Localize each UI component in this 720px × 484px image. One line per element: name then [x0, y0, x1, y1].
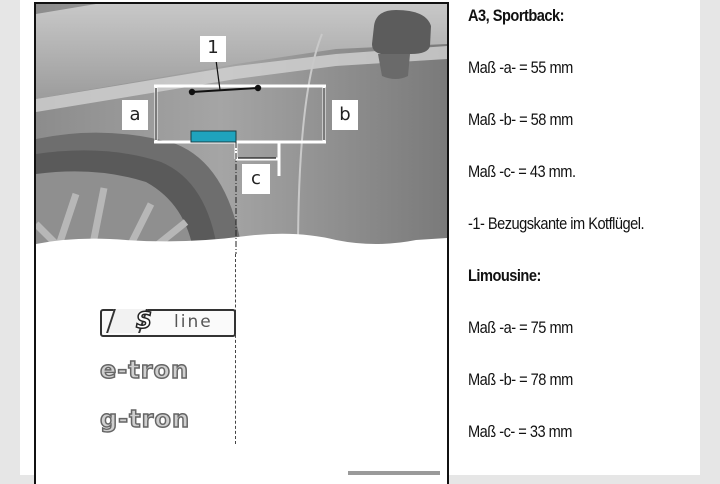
sportback-ref-note: -1- Bezugskante im Kotflügel. — [468, 214, 645, 233]
g-tron-badge: g-tron — [99, 404, 191, 434]
s-line-text: line — [174, 312, 213, 332]
bottom-edge-bar — [348, 471, 440, 475]
callout-a: a — [122, 100, 148, 130]
limousine-dim-a: Maß -a- = 75 mm — [468, 318, 573, 337]
s-line-s-glyph: S — [135, 308, 152, 335]
installation-diagram: 1 a b c S line e-tron g-tron — [34, 2, 449, 484]
s-line-badge: S line — [100, 308, 236, 337]
badge-position-marker — [190, 130, 237, 143]
sportback-dim-b: Maß -b- = 58 mm — [468, 110, 573, 129]
limousine-heading: Limousine: — [468, 266, 541, 285]
spec-text-column: A3, Sportback: Maß -a- = 55 mm Maß -b- =… — [468, 0, 700, 475]
callout-c: c — [242, 164, 270, 194]
callout-1: 1 — [200, 36, 226, 62]
e-tron-badge: e-tron — [99, 355, 190, 385]
limousine-dim-b: Maß -b- = 78 mm — [468, 370, 573, 389]
sportback-heading: A3, Sportback: — [468, 6, 564, 25]
callout-b: b — [332, 100, 358, 130]
limousine-dim-c: Maß -c- = 33 mm — [468, 422, 572, 441]
car-fender-illustration — [36, 4, 447, 254]
sportback-dim-a: Maß -a- = 55 mm — [468, 58, 573, 77]
sportback-dim-c: Maß -c- = 43 mm. — [468, 162, 576, 181]
centerline — [235, 254, 236, 444]
